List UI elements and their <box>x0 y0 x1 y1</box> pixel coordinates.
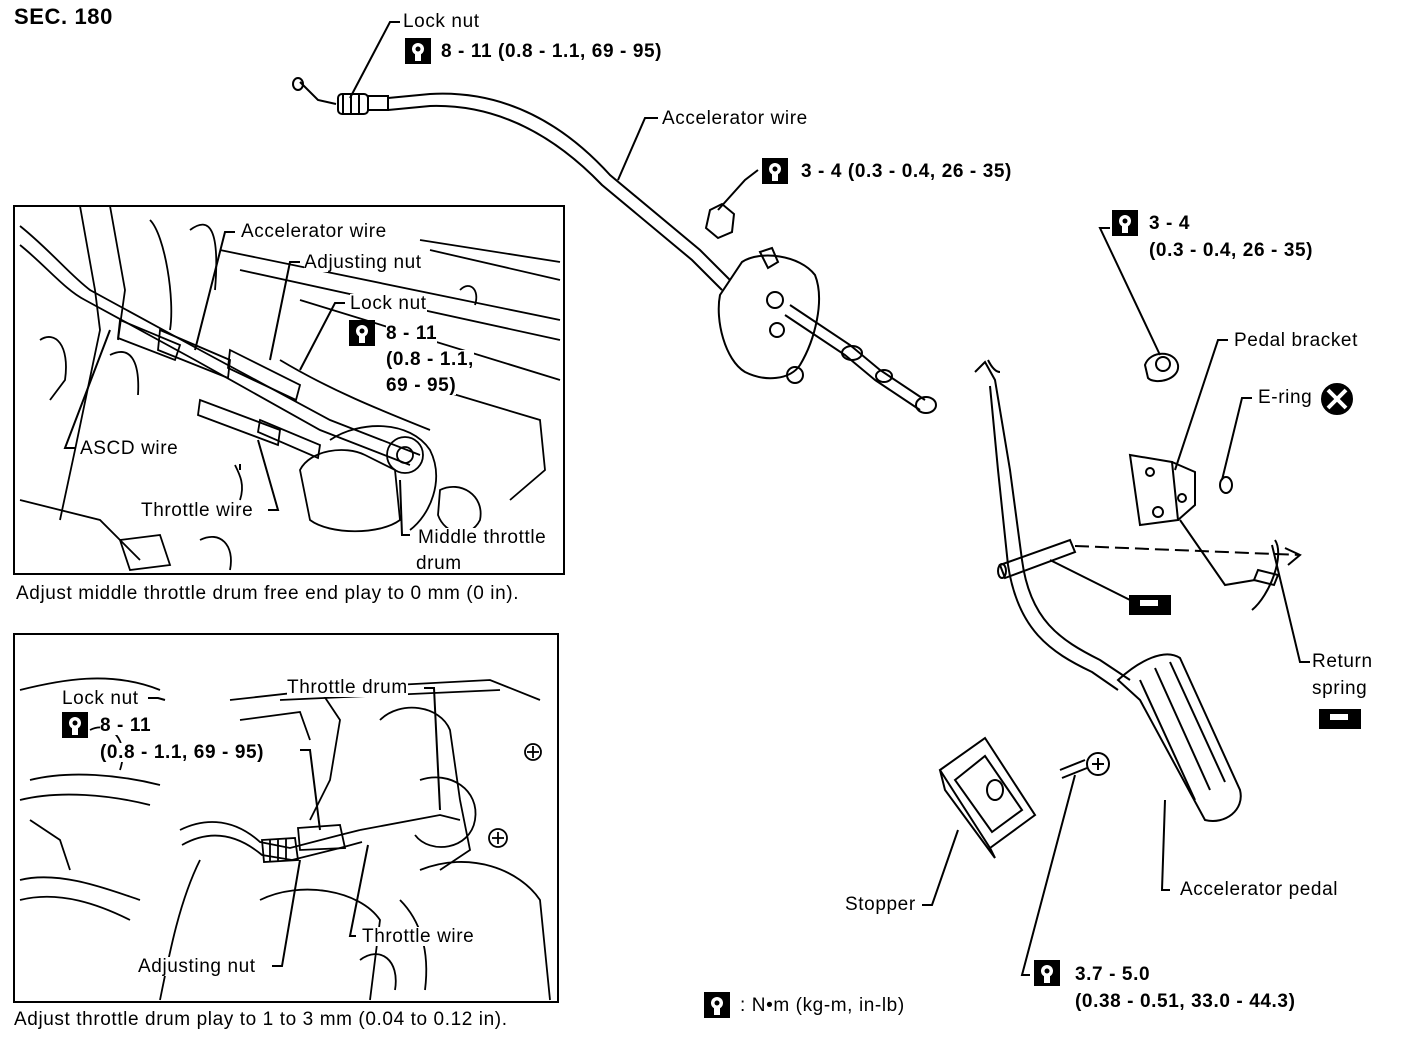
inset2-torque-line2: (0.8 - 1.1, 69 - 95) <box>100 742 265 763</box>
bracket-torque: 3 - 4 (0.3 - 0.4, 26 - 35) <box>801 161 1012 182</box>
inset2-leader-lock <box>300 749 321 831</box>
inset1-middle-throttle-label: Middle throttle <box>418 527 547 548</box>
stopper-drawing <box>938 736 1110 859</box>
inset1-leader-accel <box>194 231 235 351</box>
torque-wrench-icon <box>405 38 431 64</box>
inset2-frame <box>13 633 559 1003</box>
inset2-leader-lock-top <box>148 697 166 701</box>
inset2-lock-nut-label: Lock nut <box>62 688 139 709</box>
inset1-ascd-wire-label: ASCD wire <box>80 438 179 459</box>
leader-stopper-torque <box>1020 774 1076 976</box>
accelerator-wire-drawing <box>292 77 937 414</box>
stopper-torque-line2: (0.38 - 0.51, 33.0 - 44.3) <box>1075 991 1296 1012</box>
torque-wrench-icon <box>62 712 88 738</box>
inset2-adjusting-nut-label: Adjusting nut <box>138 956 256 977</box>
leader-accelerator-pedal <box>1160 799 1170 891</box>
inset2-throttle-drum-label: Throttle drum <box>287 677 408 698</box>
pedal-torque-line2: (0.3 - 0.4, 26 - 35) <box>1149 240 1314 261</box>
section-number: SEC. 180 <box>14 4 113 29</box>
lock-nut-label: Lock nut <box>403 11 480 32</box>
torque-wrench-icon <box>762 158 788 184</box>
inset2-leader-drum <box>424 687 441 811</box>
torque-legend: : N•m (kg-m, in-lb) <box>740 995 905 1016</box>
lock-nut-torque: 8 - 11 (0.8 - 1.1, 69 - 95) <box>441 41 663 62</box>
return-spring-line1: Return <box>1312 651 1373 672</box>
inset1-leader-lock <box>299 302 345 371</box>
pedal-torque-line1: 3 - 4 <box>1149 213 1191 234</box>
grease-icon-pedal <box>1129 595 1171 615</box>
leader-return-spring <box>1271 544 1310 663</box>
leader-lock-nut <box>349 21 400 99</box>
torque-wrench-icon <box>349 320 375 346</box>
inset1-torque-line3: 69 - 95) <box>386 375 457 396</box>
inset1-accelerator-wire-label: Accelerator wire <box>241 221 387 242</box>
e-ring-replace-icon <box>1321 383 1353 415</box>
accelerator-pedal-label: Accelerator pedal <box>1180 879 1339 900</box>
torque-wrench-icon <box>704 992 730 1018</box>
inset1-frame <box>13 205 565 575</box>
stopper-label: Stopper <box>845 894 916 915</box>
inset2-torque-line1: 8 - 11 <box>100 715 152 736</box>
torque-wrench-icon <box>1034 960 1060 986</box>
inset1-lock-nut-label: Lock nut <box>350 293 427 314</box>
inset1-leader-ascd <box>63 329 111 449</box>
inset2-caption: Adjust throttle drum play to 1 to 3 mm (… <box>14 1009 508 1030</box>
inset1-leader-drum <box>399 479 410 536</box>
inset1-caption: Adjust middle throttle drum free end pla… <box>16 583 520 604</box>
leader-pedal-torque <box>1098 227 1161 356</box>
inset1-drum-label: drum <box>416 553 462 574</box>
inset1-adjusting-nut-label: Adjusting nut <box>304 252 422 273</box>
inset1-engine-sketch <box>19 205 561 571</box>
leader-stopper <box>922 829 959 906</box>
torque-wrench-icon <box>1112 210 1138 236</box>
leader-accelerator-wire <box>617 117 658 181</box>
accelerator-wire-label: Accelerator wire <box>662 108 808 129</box>
inset1-leader-throttle <box>257 439 280 511</box>
leader-pedal-bracket <box>1174 339 1228 471</box>
inset1-torque-line2: (0.8 - 1.1, <box>386 349 474 370</box>
inset1-torque-line1: 8 - 11 <box>386 323 438 344</box>
inset2-leader-throttle <box>348 844 369 937</box>
pedal-assembly-drawing <box>974 352 1302 822</box>
inset1-throttle-wire-label: Throttle wire <box>141 500 254 521</box>
leader-bracket-torque <box>717 169 759 211</box>
inset1-leader-adjust <box>269 261 300 361</box>
inset2-leader-adjust <box>272 859 301 967</box>
return-spring-line2: spring <box>1312 678 1368 699</box>
grease-icon-return-spring <box>1319 709 1361 729</box>
leader-e-ring <box>1221 397 1252 481</box>
pedal-bracket-label: Pedal bracket <box>1234 330 1358 351</box>
stopper-torque-line1: 3.7 - 5.0 <box>1075 964 1151 985</box>
inset2-throttle-wire-label: Throttle wire <box>362 926 475 947</box>
e-ring-label: E-ring <box>1258 387 1313 408</box>
